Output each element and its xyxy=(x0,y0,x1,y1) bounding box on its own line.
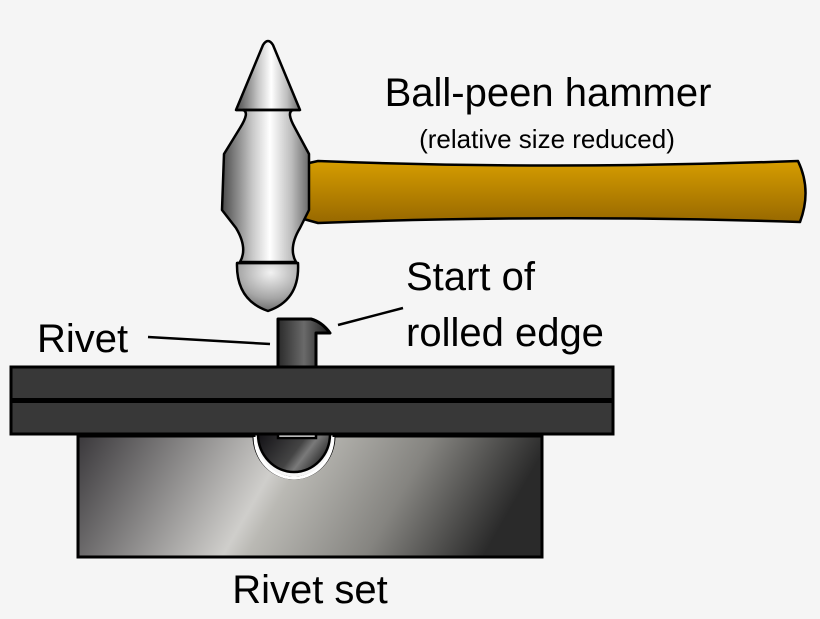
rolled-edge-label-line2: rolled edge xyxy=(406,311,604,355)
rolled-edge-leader-line xyxy=(337,306,404,327)
hammer-body xyxy=(220,108,311,264)
rivet-shank xyxy=(276,317,332,369)
hammer-ball-peen xyxy=(235,261,300,313)
rivet-leader-line xyxy=(147,335,271,346)
hammer-handle xyxy=(298,159,807,225)
plate-top xyxy=(9,365,615,402)
rolled-edge-label-line1: Start of xyxy=(406,255,536,299)
hammer-label: Ball-peen hammer xyxy=(385,71,712,115)
rivet-label: Rivet xyxy=(37,317,128,361)
rivet-set-label: Rivet set xyxy=(232,568,388,612)
hammer-cross-peen xyxy=(234,39,302,112)
hammer-note-label: (relative size reduced) xyxy=(419,124,675,154)
plate-bottom xyxy=(9,399,615,436)
